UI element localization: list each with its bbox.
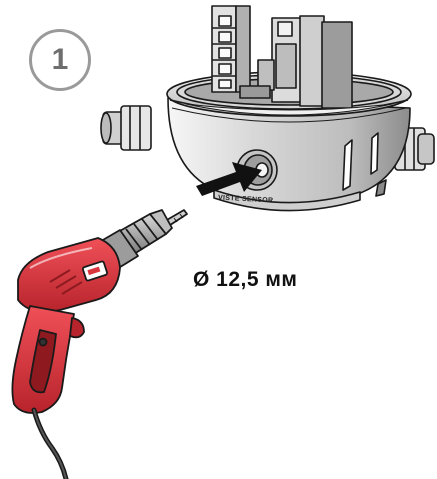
power-drill xyxy=(11,209,188,479)
sensor-housing xyxy=(100,5,435,212)
left-cable-gland xyxy=(100,105,152,151)
electronics-module xyxy=(239,15,353,109)
hole-diameter-label: Ø 12,5 мм xyxy=(193,268,298,291)
step-number: 1 xyxy=(51,43,69,76)
insert-direction-arrow xyxy=(196,162,262,196)
step-number-badge: 1 xyxy=(29,29,91,91)
terminal-block xyxy=(211,5,251,93)
drill-trigger xyxy=(69,317,85,339)
